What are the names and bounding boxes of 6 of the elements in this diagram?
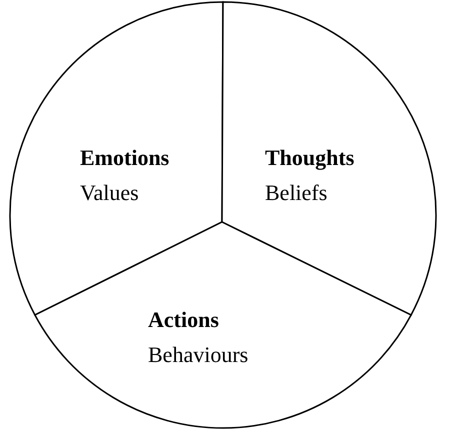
sector-heading: Emotions — [80, 145, 170, 171]
sector-heading: Actions — [148, 307, 219, 333]
sector-label: Beliefs — [265, 180, 328, 206]
sector-label: Behaviours — [148, 342, 248, 368]
sector-label: Values — [80, 180, 139, 206]
sector-heading: Thoughts — [265, 145, 354, 171]
